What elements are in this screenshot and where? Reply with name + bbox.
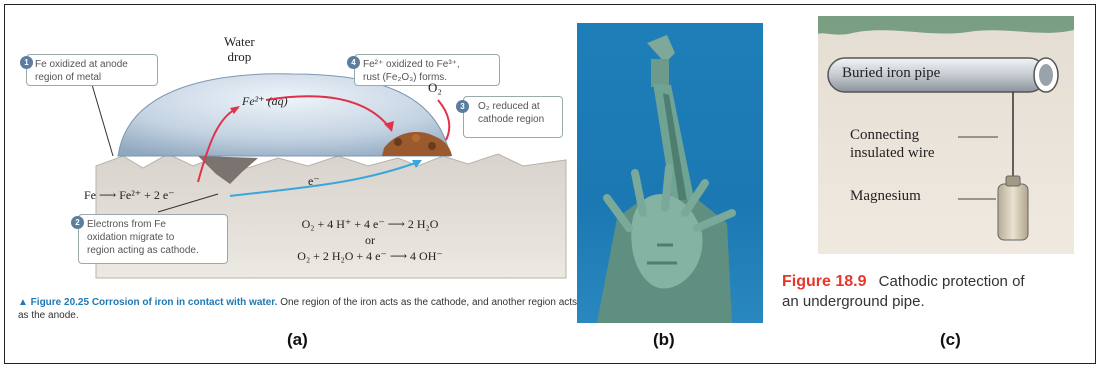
figure-number: Figure 18.9 [782, 273, 867, 290]
callout-4-badge: 4 [347, 56, 360, 69]
anode-pit [198, 156, 258, 184]
callout-2: Electrons from Fe oxidation migrate to r… [78, 214, 228, 264]
electron-arrow [229, 161, 419, 197]
statue-of-liberty-illustration [597, 35, 736, 323]
callout-2-badge: 2 [71, 216, 84, 229]
callout-3: O₂ reduced at cathode region [463, 96, 563, 138]
caption-text: Cathodic protection of [878, 273, 1025, 290]
fe-oxidation-reaction: Fe ⟶ Fe²⁺ + 2 e⁻ [84, 188, 175, 202]
figure-20-25-caption: ▲ Figure 20.25 Corrosion of iron in cont… [18, 296, 588, 322]
o2-label: O₂ [428, 80, 442, 95]
panel-c: Buried iron pipe Connecting insulated wi… [818, 16, 1074, 254]
o2-arrow [437, 99, 451, 141]
callout-4: Fe²⁺ oxidized to Fe³⁺, rust (Fe₂O₃) form… [354, 54, 500, 86]
water-drop [117, 73, 451, 157]
callout-3-badge: 3 [456, 100, 469, 113]
fe-aq-label: Fe²⁺ (aq) [242, 94, 288, 108]
figure-frame [4, 4, 1096, 364]
callout-1: Fe oxidized at anode region of metal [26, 54, 158, 86]
buried-pipe-diagram [818, 16, 1074, 254]
caption-prefix: ▲ Figure 20.25 [18, 297, 90, 308]
callout-1-badge: 1 [20, 56, 33, 69]
panel-b-photo [577, 23, 763, 323]
figure-18-9-caption: Figure 18.9 Cathodic protection of an un… [782, 272, 1025, 312]
panel-b-label: (b) [653, 330, 675, 349]
electron-label: e⁻ [308, 174, 320, 188]
panel-a: Water drop Fe oxidized at anode region o… [18, 16, 578, 316]
rust-deposit [382, 132, 452, 156]
cathode-equations: O₂ + 4 H⁺ + 4 e⁻ ⟶ 2 H₂O or O₂ + 2 H₂O +… [297, 217, 443, 263]
pipe-label: Buried iron pipe [842, 65, 941, 81]
magnesium-label: Magnesium [850, 188, 921, 204]
ion-to-rust-arrow [265, 95, 391, 129]
water-drop-label: Water drop [224, 34, 255, 64]
caption-line-2: an underground pipe. [782, 293, 925, 310]
caption-rest: One region of the iron acts as the catho… [18, 297, 578, 321]
caption-bold: Corrosion of iron in contact with water. [91, 297, 278, 308]
wire-label: Connecting insulated wire [850, 127, 935, 161]
magnesium-anode [997, 183, 1029, 241]
panel-a-label: (a) [287, 330, 308, 349]
panel-c-label: (c) [940, 330, 961, 349]
